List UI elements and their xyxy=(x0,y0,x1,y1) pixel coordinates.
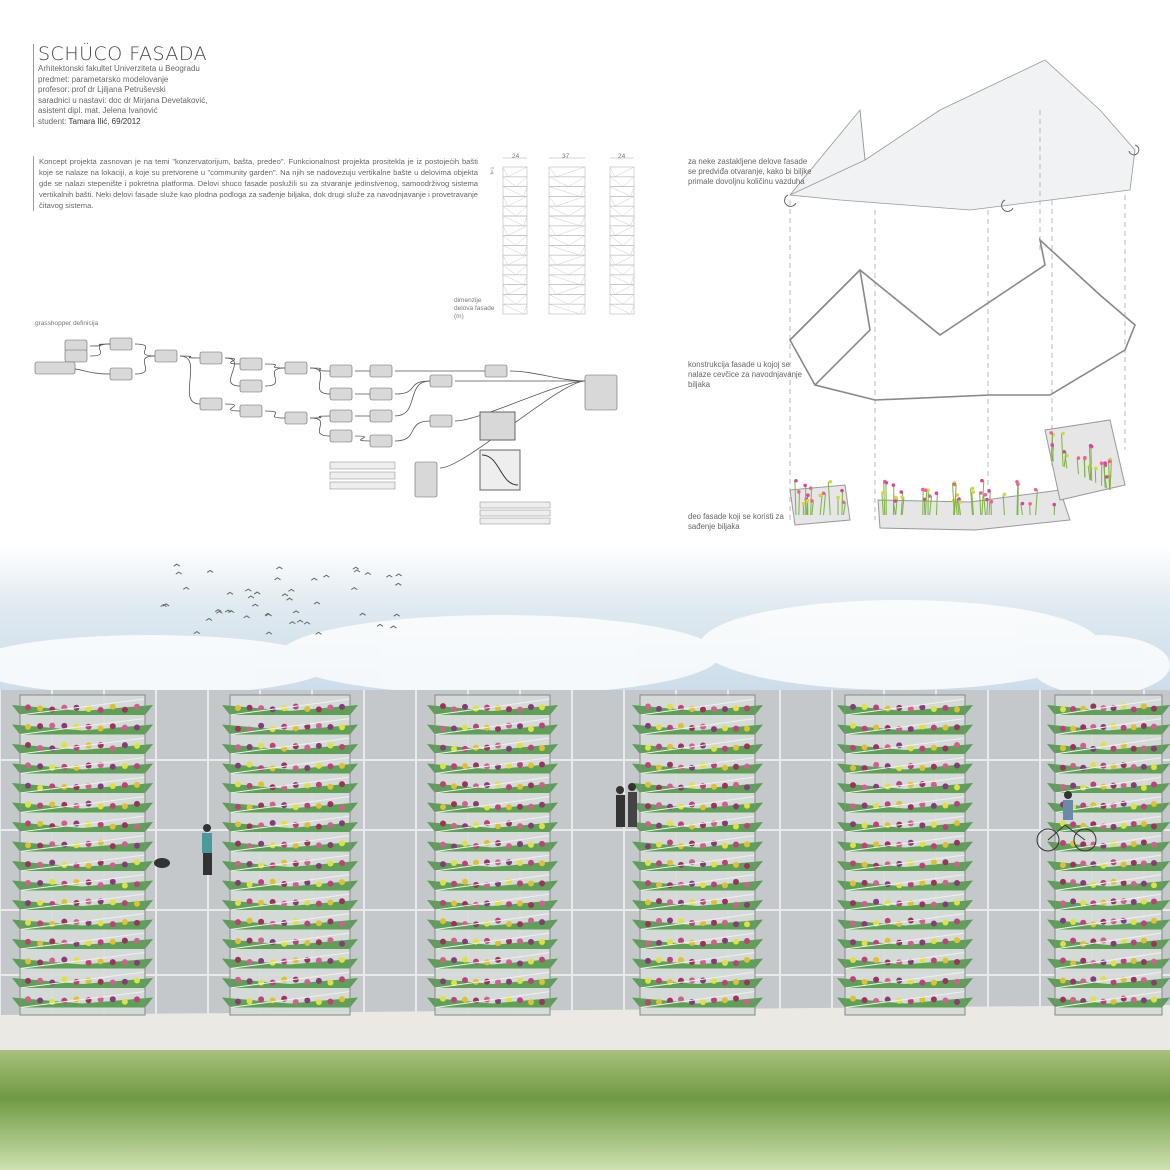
subject: predmet: parametarsko modelovanje xyxy=(38,75,207,86)
faculty: Arhitektonski fakultet Univerziteta u Be… xyxy=(38,64,207,75)
dim-caption: dimenzije delova fasade (m) xyxy=(454,297,502,321)
student-line: student: Tamara Ilić, 69/2012 xyxy=(38,117,207,128)
concept-text: Koncept projekta zasnovan je na temi "ko… xyxy=(33,156,478,211)
professor: profesor: prof dr Ljiljana Petruševski xyxy=(38,85,207,96)
green-tower xyxy=(632,695,763,1015)
grasshopper-label: grasshopper definicija xyxy=(35,320,98,327)
poster-title: SCHÜCO FASADA xyxy=(38,44,207,64)
glass-roof-layer xyxy=(790,60,1135,210)
green-tower xyxy=(12,695,153,1015)
note-planters: deo fasade koji se koristi za sađenje bi… xyxy=(688,512,813,532)
dim-width-2: 37 xyxy=(562,153,569,160)
title-block: SCHÜCO FASADA Arhitektonski fakultet Uni… xyxy=(33,44,207,127)
dim-width-3: 24 xyxy=(618,153,625,160)
glass-facade xyxy=(0,690,1170,1015)
frame-construction xyxy=(790,240,1135,400)
axonometric-diagram xyxy=(770,50,1160,540)
assistant2: asistent dipl. mat. Jelena Ivanović xyxy=(38,106,207,117)
green-tower xyxy=(837,695,973,1015)
note-construction: konstrukcija fasade u kojoj se nalaze ce… xyxy=(688,360,813,390)
green-tower xyxy=(222,695,358,1015)
grasshopper-definition xyxy=(30,330,670,530)
dim-height: h=1 xyxy=(489,167,494,175)
student-label: student: xyxy=(38,117,66,126)
note-openings: za neke zastakljene delove fasade se pre… xyxy=(688,157,813,187)
green-tower xyxy=(427,695,558,1015)
green-tower xyxy=(1047,695,1170,1015)
lawn xyxy=(0,1050,1170,1170)
dim-width-1: 24 xyxy=(512,153,519,160)
dimension-diagram xyxy=(440,150,670,320)
facade-render xyxy=(0,545,1170,1170)
assistants: saradnici u nastavi: doc dr Mirjana Deve… xyxy=(38,96,207,107)
planter-layer xyxy=(790,420,1125,530)
student-name: Tamara Ilić, 69/2012 xyxy=(69,117,141,126)
